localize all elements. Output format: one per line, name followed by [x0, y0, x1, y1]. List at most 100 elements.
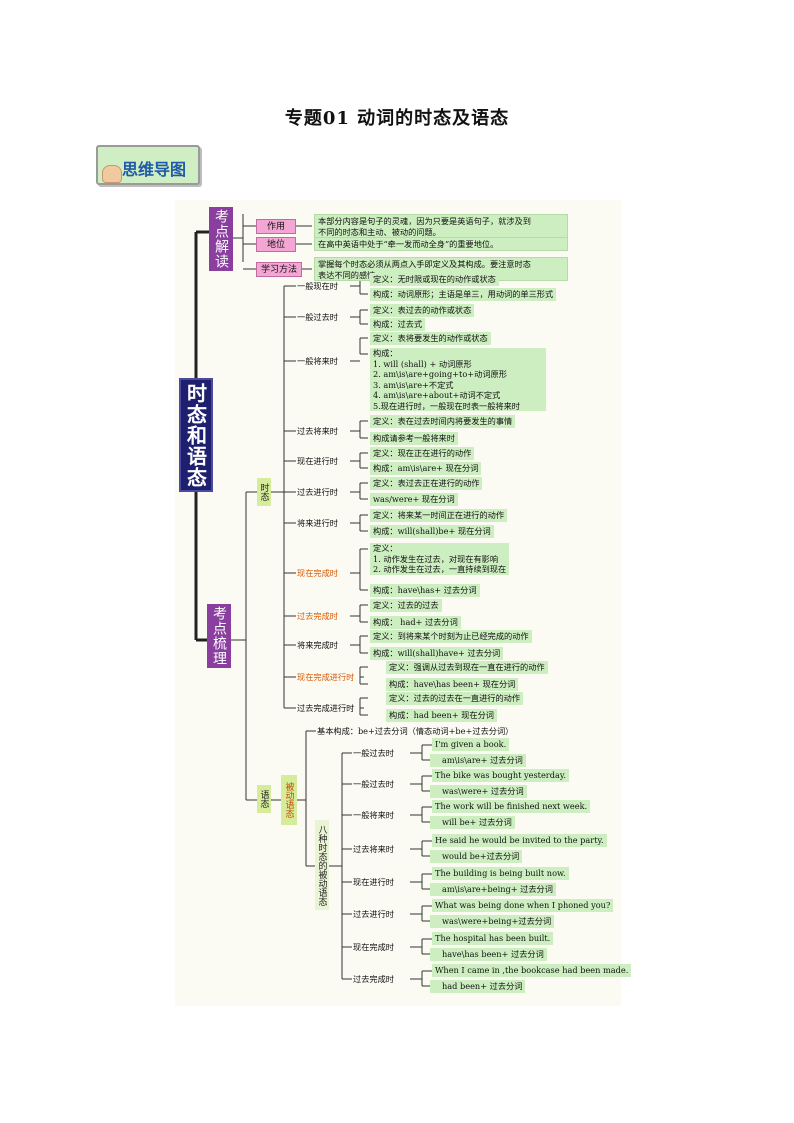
tense-detail-line: 定义：过去的过去在一直进行的动作 [389, 693, 521, 703]
tense-detail: was/were+ 现在分词 [370, 493, 458, 506]
passive-example: The bike was bought yesterday. [432, 769, 569, 782]
tense-detail: 定义：无时限或现在的动作或状态 [370, 273, 499, 286]
tense-name: 将来完成时 [297, 640, 338, 650]
tense-detail-line: 2. 动作发生在过去，一直持续到现在 [373, 564, 507, 574]
section-tense: 时态 [257, 478, 271, 506]
tense-detail-line: 定义： [373, 543, 398, 553]
tense-detail: 构成请参考一般将来时 [370, 432, 458, 445]
passive-example: The work will be finished next week. [432, 800, 591, 813]
tense-detail-line: 构成：过去式 [373, 319, 423, 329]
tense-detail-line: 构成： had+ 过去分词 [373, 617, 458, 627]
passive-example: The building is being built now. [432, 867, 569, 880]
tense-detail-line: 定义：无时限或现在的动作或状态 [373, 274, 496, 284]
tense-detail-line: 定义：表在过去时间内将要发生的事情 [373, 416, 513, 426]
passive-tense-name: 一般过去时 [353, 779, 394, 789]
tense-detail-line: 构成：had been+ 现在分词 [389, 710, 494, 720]
tense-detail: 构成：had been+ 现在分词 [386, 709, 497, 722]
tense-detail: 定义：将来某一时间正在进行的动作 [370, 509, 508, 522]
tense-detail: 构成：will(shall)have+ 过去分词 [370, 647, 504, 660]
tense-name: 一般将来时 [297, 356, 338, 366]
tense-name: 过去完成时 [297, 611, 338, 621]
intro-text-line: 掌握每个时态必须从两点入手即定义及其构成。要注意时态 [318, 259, 531, 269]
intro-text-line: 在高中英语中处于“牵一发而动全身”的重要地位。 [318, 239, 499, 249]
tense-detail-line: 1. 动作发生在过去，对现在有影响 [373, 553, 499, 564]
tense-detail-line: 1. will (shall) + 动词原形 [373, 358, 472, 369]
tense-detail-line: 定义：过去的过去 [373, 600, 439, 610]
passive-form: am\is\are+ 过去分词 [430, 754, 526, 767]
tense-name: 过去进行时 [297, 487, 338, 497]
tense-detail: 构成：have\has been+ 现在分词 [386, 678, 519, 691]
passive-tense-name: 过去进行时 [353, 909, 394, 919]
tense-detail-line: 定义：现在正在进行的动作 [373, 448, 472, 458]
tense-detail-line: 构成请参考一般将来时 [373, 433, 455, 443]
passive-example: He said he would be invited to the party… [432, 834, 607, 847]
section-eight-tenses: 八种时态的被动语态 [315, 820, 329, 910]
tense-detail-line: 2. am\is\are+going+to+动词原形 [373, 369, 507, 379]
page-title: 专题01 动词的时态及语态 [284, 108, 510, 129]
tense-detail: 定义：过去的过去在一直进行的动作 [386, 692, 524, 705]
tense-name: 一般过去时 [297, 312, 338, 322]
passive-form: am\is\are+being+ 过去分词 [430, 883, 556, 896]
tense-name: 一般现在时 [297, 281, 338, 291]
passive-form: was\were+being+过去分词 [430, 915, 555, 928]
tense-detail: 构成：will(shall)be+ 现在分词 [370, 525, 494, 538]
tense-name: 过去将来时 [297, 426, 338, 436]
passive-example: The hospital has been built. [432, 932, 554, 945]
intro-label: 学习方法 [256, 261, 302, 277]
passive-form: would be+过去分词 [430, 850, 523, 863]
tense-detail-line: 构成： [373, 348, 398, 358]
section-passive: 被动语态 [281, 775, 297, 825]
tense-detail-line: 构成：am\is\are+ 现在分词 [373, 463, 479, 473]
tense-detail: 构成： had+ 过去分词 [370, 616, 461, 629]
intro-text: 在高中英语中处于“牵一发而动全身”的重要地位。 [314, 237, 568, 251]
tense-detail-line: 定义：表过去的动作或状态 [373, 305, 472, 315]
intro-text-line: 表达不同的感情。 [318, 270, 384, 280]
tense-detail: 定义：过去的过去 [370, 599, 442, 612]
tense-name: 现在完成进行时 [297, 672, 355, 682]
intro-text-line: 本部分内容是句子的灵魂，因为只要是英语句子，就涉及到 [318, 216, 531, 226]
tense-detail: 定义：表在过去时间内将要发生的事情 [370, 415, 516, 428]
tense-detail-line: 构成：have\has+ 过去分词 [373, 585, 477, 595]
mindmap-badge-label: 思维导图 [122, 160, 187, 179]
tense-detail: 定义： 1. 动作发生在过去，对现在有影响 2. 动作发生在过去，一直持续到现在 [370, 543, 510, 575]
passive-tense-name: 现在进行时 [353, 877, 394, 887]
tense-detail-line: 构成：will(shall)have+ 过去分词 [373, 648, 501, 658]
passive-basic: 基本构成：be+过去分词（情态动词+be+过去分词） [317, 726, 514, 736]
tense-detail: 定义：表将要发生的动作或状态 [370, 332, 491, 345]
tense-detail-line: 3. am\is\are+不定式 [373, 379, 454, 390]
root-node: 时态和语态 [179, 378, 213, 492]
tense-name: 将来进行时 [297, 518, 338, 528]
tense-detail: 定义：强调从过去到现在一直在进行的动作 [386, 661, 548, 674]
passive-form: had been+ 过去分词 [430, 980, 526, 993]
tense-detail-line: was/were+ 现在分词 [373, 494, 455, 504]
tense-detail-line: 构成：will(shall)be+ 现在分词 [373, 526, 491, 536]
tense-detail: 定义：表过去的动作或状态 [370, 304, 475, 317]
passive-example: What was being done when I phoned you? [432, 899, 614, 912]
mindmap-badge: 思维导图 [96, 145, 200, 185]
section-intro: 考点解读 [209, 207, 233, 271]
passive-form: will be+ 过去分词 [430, 816, 515, 829]
passive-example: When I came in ,the bookcase had been ma… [432, 964, 632, 977]
tense-name: 过去完成进行时 [297, 703, 355, 713]
tense-name: 现在进行时 [297, 456, 338, 466]
passive-tense-name: 过去完成时 [353, 974, 394, 984]
tense-detail: 构成：动词原形；主语是单三，用动词的单三形式 [370, 288, 557, 301]
intro-text-line: 不同的时态和主动、被动的问题。 [318, 227, 441, 237]
tense-detail-line: 定义：表过去正在进行的动作 [373, 478, 480, 488]
intro-label: 作用 [256, 218, 296, 234]
tense-detail-line: 5.现在进行时，一般现在时表一般将来时 [373, 400, 520, 411]
tense-detail: 定义：到将来某个时刻为止已经完成的动作 [370, 630, 532, 643]
tense-detail-line: 定义：表将要发生的动作或状态 [373, 333, 488, 343]
tense-detail: 构成：过去式 [370, 318, 426, 331]
tense-detail-line: 定义：强调从过去到现在一直在进行的动作 [389, 662, 545, 672]
hand-icon [102, 165, 122, 183]
tense-detail-line: 构成：动词原形；主语是单三，用动词的单三形式 [373, 289, 554, 299]
intro-label: 地位 [256, 236, 296, 252]
tense-detail: 构成：have\has+ 过去分词 [370, 584, 480, 597]
tense-detail: 构成：am\is\are+ 现在分词 [370, 462, 482, 475]
passive-form: was\were+ 过去分词 [430, 785, 527, 798]
intro-text: 本部分内容是句子的灵魂，因为只要是英语句子，就涉及到不同的时态和主动、被动的问题… [314, 214, 568, 238]
tense-detail-line: 定义：到将来某个时刻为止已经完成的动作 [373, 631, 529, 641]
passive-tense-name: 一般过去时 [353, 748, 394, 758]
